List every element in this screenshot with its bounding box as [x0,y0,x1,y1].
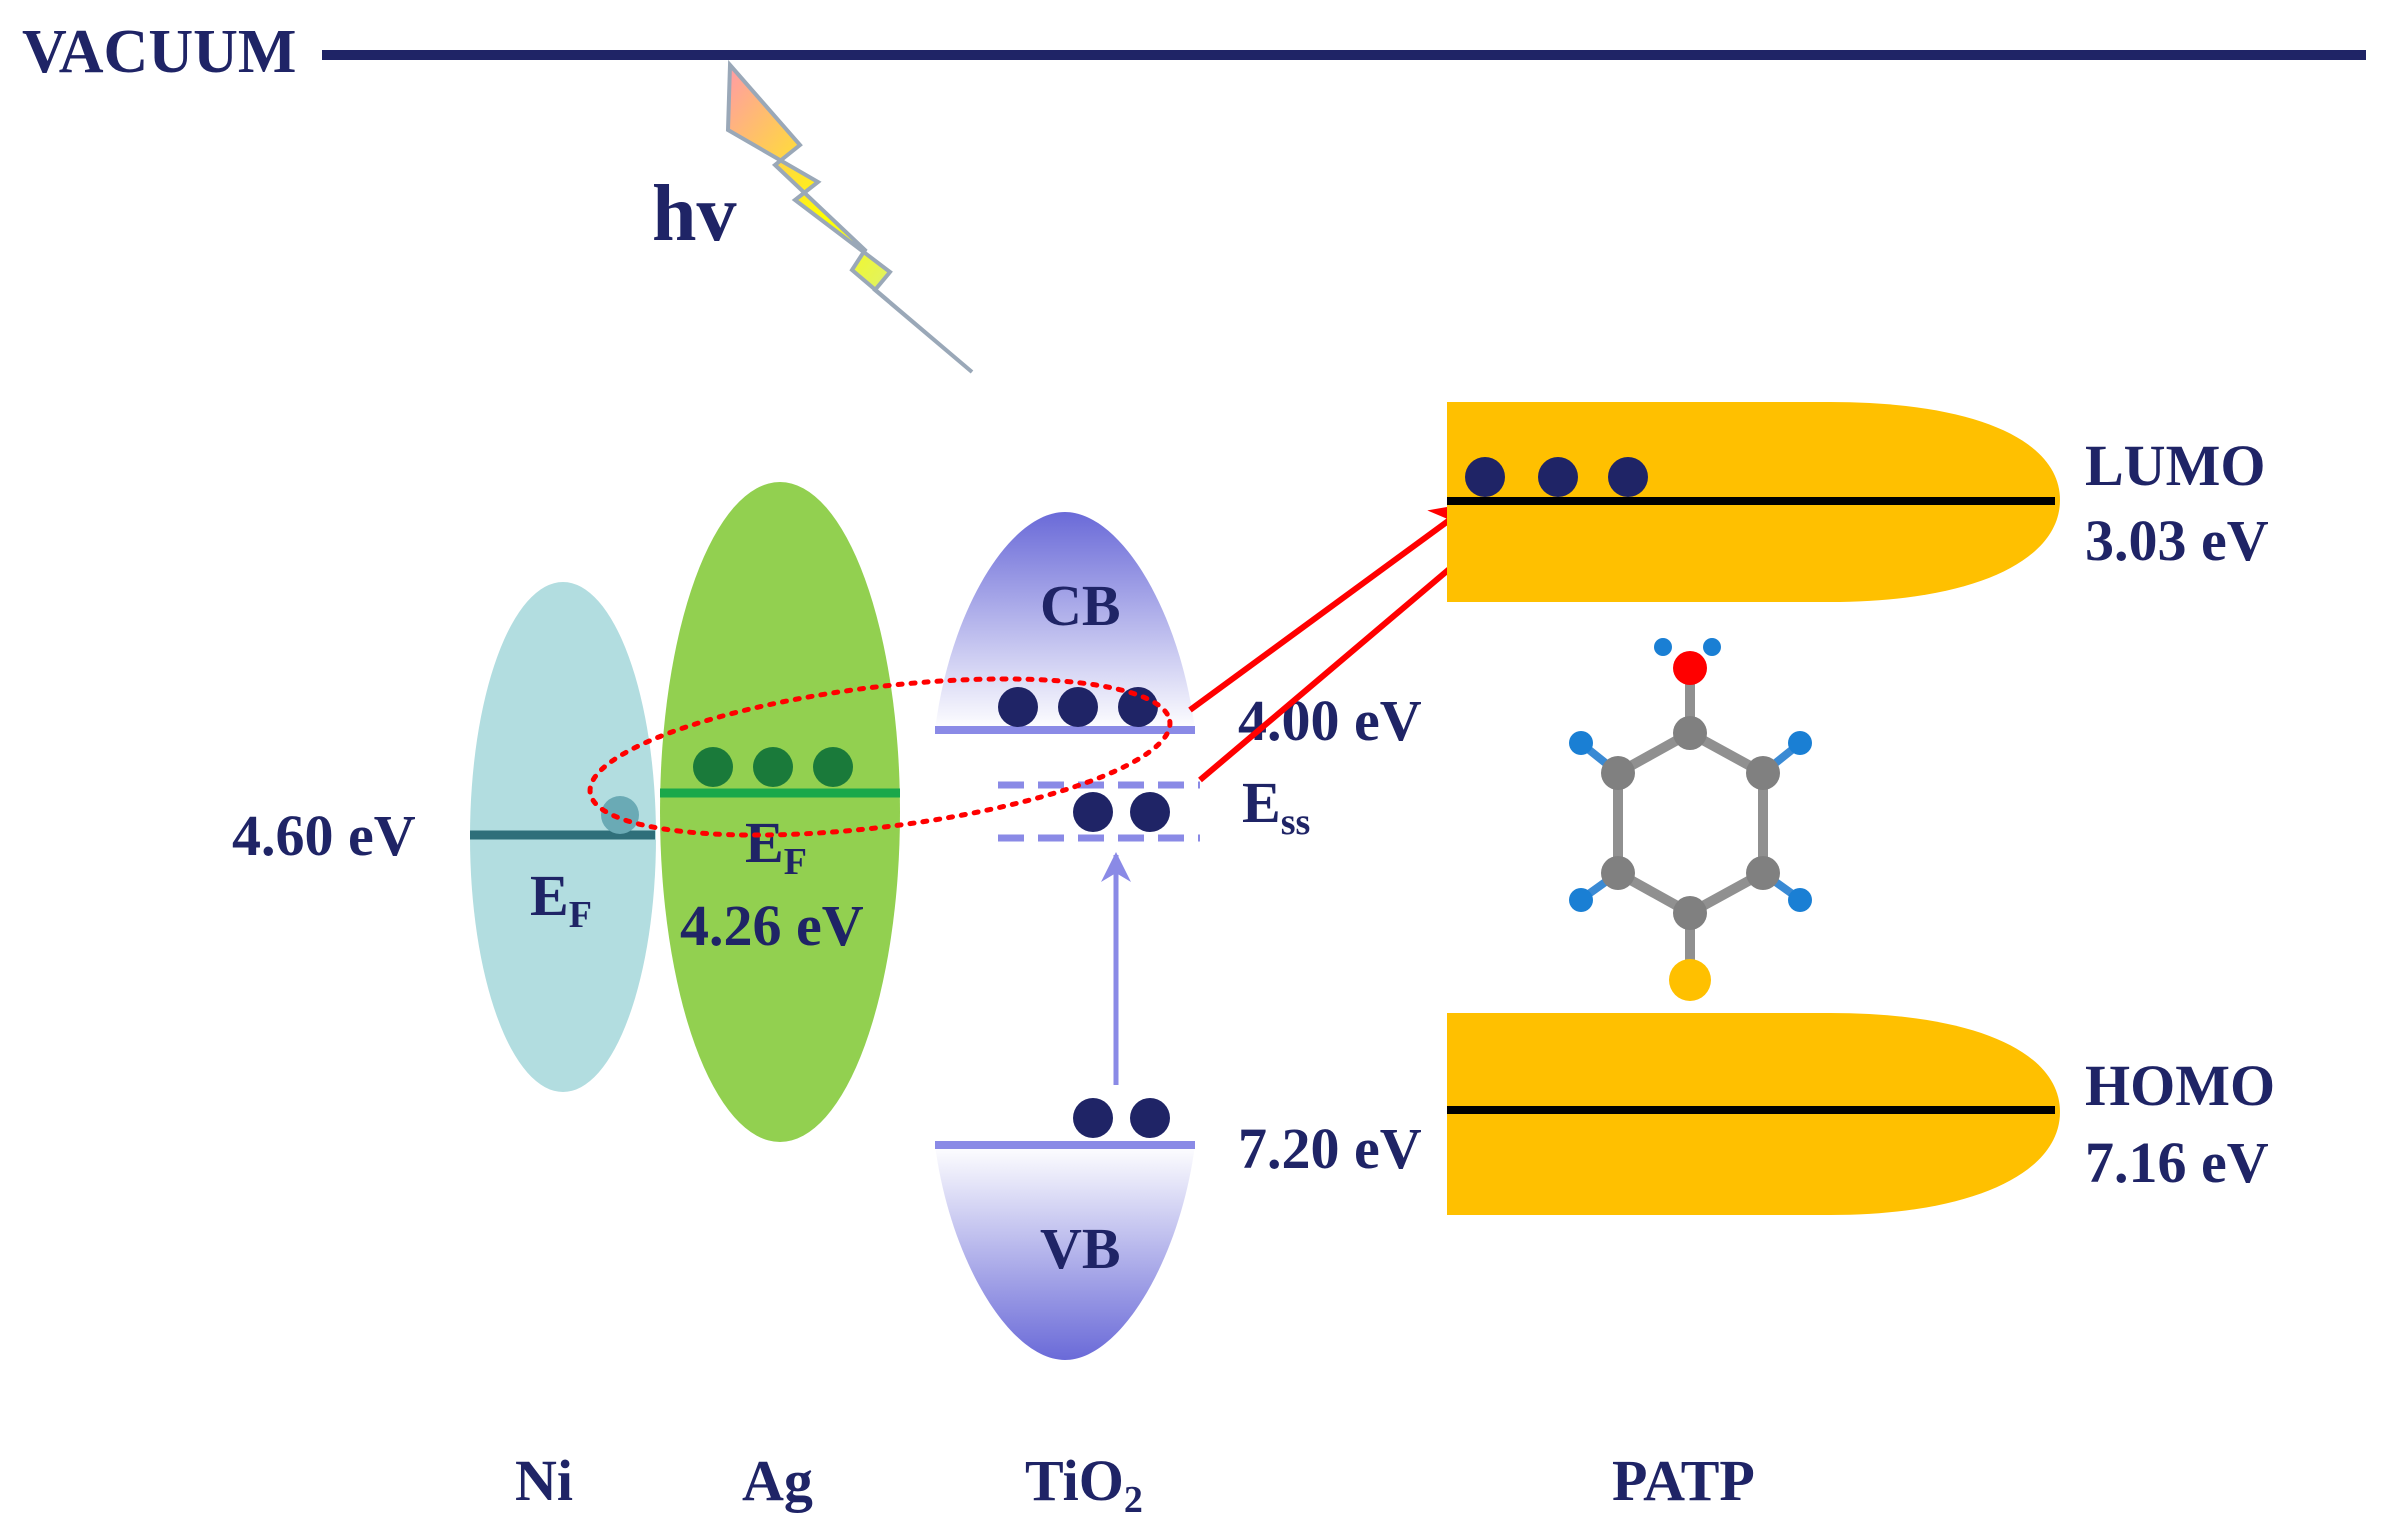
ag-electron [693,747,733,787]
ss-label: E [1242,770,1281,835]
vb-energy: 7.20 eV [1238,1116,1422,1181]
tio2-conduction-band [935,512,1195,730]
light-label: hv [652,170,737,258]
patp-label: PATP [1612,1448,1755,1513]
ss-electron [1073,792,1113,832]
ni-energy: 4.60 eV [232,803,416,868]
cb-electron [998,687,1038,727]
ni-electron [601,796,639,834]
vb-label: VB [1040,1216,1121,1281]
ag-fermi-label: E [745,810,784,875]
ni-fermi-sub: F [569,894,592,936]
svg-text:Ess: Ess [1242,770,1310,843]
homo-energy: 7.16 eV [2085,1130,2269,1195]
homo-label: HOMO [2085,1053,2275,1118]
tio2-label: TiO [1025,1448,1124,1513]
lumo-electron [1465,457,1505,497]
tio2-valence-band [935,1145,1195,1360]
vacuum-label: VACUUM [22,18,296,86]
ni-label: Ni [515,1448,573,1513]
svg-text:EF: EF [745,810,807,883]
vb-electron [1130,1098,1170,1138]
cb-label: CB [1040,573,1121,638]
ag-fermi-sub: F [784,841,807,883]
ag-label: Ag [742,1448,813,1513]
patp-molecule-icon [1569,638,1812,1001]
svg-text:EF: EF [530,863,592,936]
ag-electron [753,747,793,787]
lumo-electron [1538,457,1578,497]
tio2-label-sub: 2 [1124,1479,1143,1521]
lightning-bolt-icon [725,59,974,374]
lumo-energy: 3.03 eV [2085,508,2269,573]
lumo-label: LUMO [2085,433,2265,498]
ag-electron [813,747,853,787]
ss-electron [1130,792,1170,832]
cb-energy: 4.00 eV [1238,688,1422,753]
svg-text:TiO2: TiO2 [1025,1448,1143,1521]
lumo-electron [1608,457,1648,497]
ni-fermi-label: E [530,863,569,928]
cb-electron [1118,687,1158,727]
ag-ellipse [660,482,900,1142]
ss-sub: ss [1281,801,1311,843]
cb-electron [1058,687,1098,727]
vb-electron [1073,1098,1113,1138]
ag-energy: 4.26 eV [680,893,864,958]
transfer-arrow-cb [1188,502,1474,713]
electron-transfer-highlight [587,676,1173,838]
